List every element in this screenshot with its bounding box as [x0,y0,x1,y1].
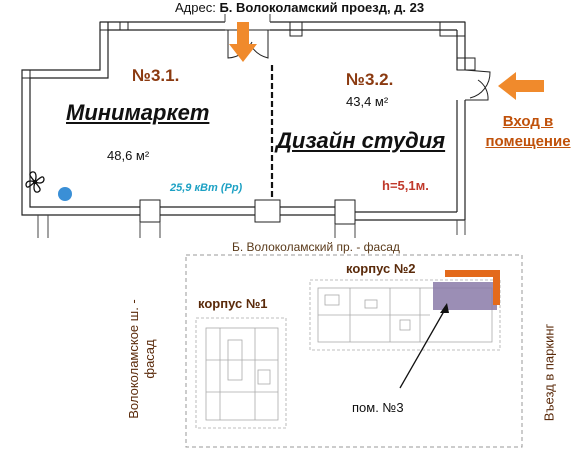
building-1-label: корпус №1 [198,296,268,311]
address-value: Б. Волоколамский проезд, д. 23 [219,0,425,15]
room-number-3-1: №3.1. [132,66,180,85]
facade-left-label: Волоколамское ш. - фасад [126,299,157,419]
unit-label: пом. №3 [352,400,404,415]
facade-top-label: Б. Волоколамский пр. - фасад [232,240,400,254]
address-line: Адрес: Б. Волоколамский проезд, д. 23 [175,0,424,15]
entrance-arrow-top [229,22,257,62]
power-rating: 25,9 кВт (Рр) [170,182,243,194]
room-area-3-1: 48,6 м² [107,148,150,163]
entrance-label: Вход в помещение [485,113,571,150]
ceiling-height: h=5,1м. [382,178,429,193]
address-label: Адрес: [175,0,216,15]
fan-icon [25,171,45,193]
parking-entry-label: Въезд в паркинг [541,323,557,422]
entrance-arrow-right [498,72,544,100]
room-area-3-2: 43,4 м² [346,94,389,109]
building-2-label: корпус №2 [346,261,416,276]
unit-3-highlight [433,282,497,310]
room-number-3-2: №3.2. [346,70,394,89]
room-name-minimarket: Минимаркет [66,100,210,125]
room-name-design-studio: Дизайн студия [276,128,446,153]
power-point-marker [58,187,72,201]
